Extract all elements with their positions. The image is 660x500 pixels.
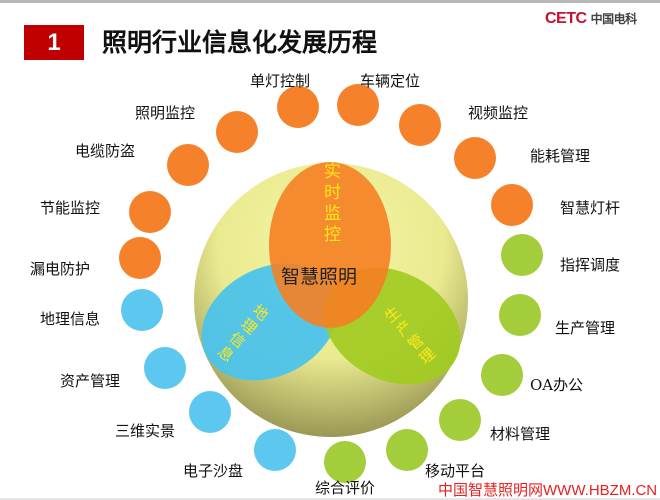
orange-dot [216, 111, 258, 153]
item-label: 地理信息 [40, 310, 101, 328]
green-dot [324, 441, 366, 483]
item-label: 电子沙盘 [183, 462, 244, 480]
item-label: 综合评价 [315, 479, 376, 497]
section-number: 1 [24, 25, 84, 60]
blue-dot [144, 347, 186, 389]
orange-ellipse [269, 162, 391, 328]
orange-dot [337, 84, 379, 126]
green-dot [481, 354, 523, 396]
orange-dot [167, 144, 209, 186]
item-label: 能耗管理 [530, 147, 591, 165]
item-label: 视频监控 [468, 104, 529, 122]
blue-dot [254, 429, 296, 471]
orange-dot [454, 137, 496, 179]
logo-cn: 中国电科 [590, 12, 638, 26]
item-label: 车辆定位 [360, 72, 421, 90]
page-title: 照明行业信息化发展历程 [102, 28, 378, 57]
item-label: 材料管理 [490, 425, 551, 443]
logo-text: CETC [545, 10, 587, 27]
item-label: 生产管理 [555, 319, 616, 337]
green-dot [439, 399, 481, 441]
item-label: 资产管理 [60, 372, 121, 390]
blue-dot [121, 289, 163, 331]
green-dot [499, 294, 541, 336]
bottom-border [0, 498, 660, 500]
top-border [0, 0, 660, 3]
orange-dot [119, 237, 161, 279]
green-dot [386, 429, 428, 471]
item-label: 指挥调度 [560, 256, 621, 274]
blue-dot [189, 391, 231, 433]
item-label: 漏电防护 [30, 260, 91, 278]
item-label: 智慧灯杆 [560, 199, 621, 217]
item-label: OA办公 [530, 376, 584, 394]
item-label: 单灯控制 [250, 72, 311, 90]
item-label: 移动平台 [425, 462, 486, 480]
item-label: 照明监控 [135, 104, 196, 122]
orange-dot [129, 191, 171, 233]
venn-center-label: 智慧照明 [281, 266, 358, 288]
venn-top-label: 实时监控 [320, 162, 340, 246]
orange-dot [399, 104, 441, 146]
watermark: 中国智慧照明网WWW.HBZM.CN [438, 482, 658, 499]
orange-dot [277, 86, 319, 128]
green-dot [501, 234, 543, 276]
orange-dot [491, 184, 533, 226]
item-label: 三维实景 [115, 422, 176, 440]
item-label: 节能监控 [40, 199, 101, 217]
item-label: 电缆防盗 [75, 142, 136, 160]
